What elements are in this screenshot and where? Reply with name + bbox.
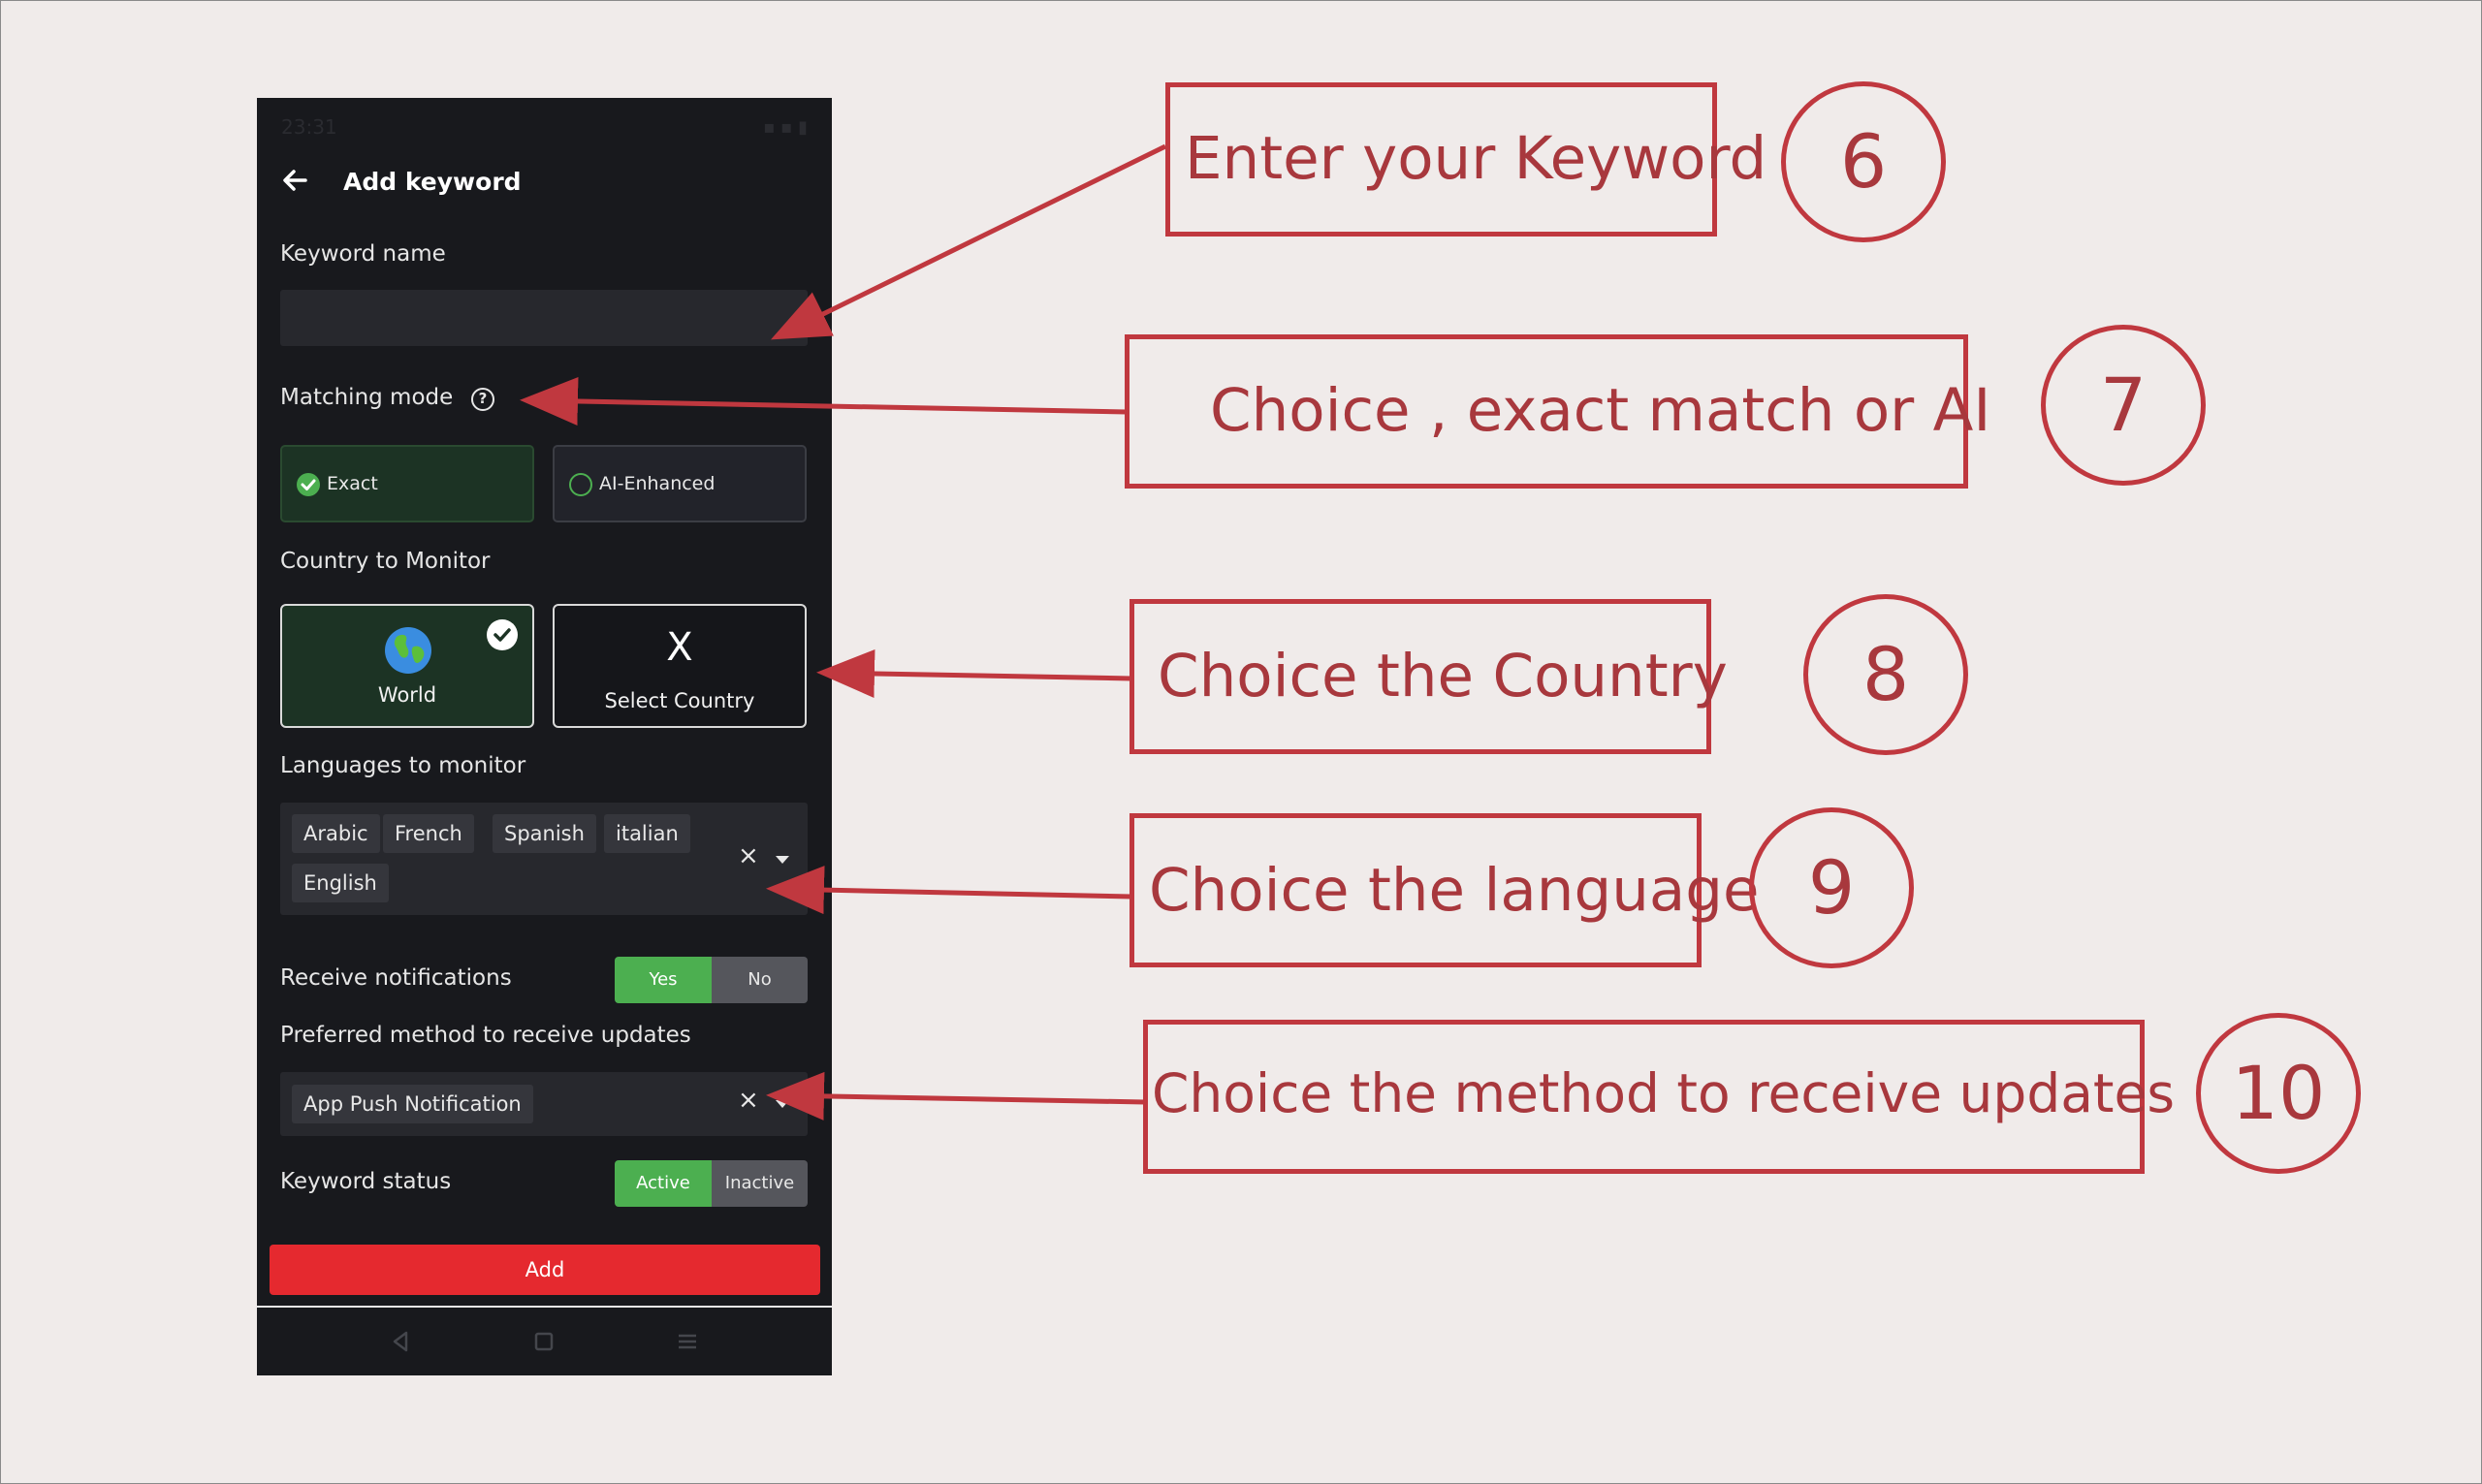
annotation-number-9: 9: [1749, 807, 1914, 968]
arrow-9: [766, 866, 1132, 915]
clear-icon[interactable]: ×: [738, 841, 759, 870]
country-label: Country to Monitor: [280, 549, 491, 574]
globe-icon: [385, 627, 431, 674]
annotation-box-10: [1143, 1020, 2145, 1174]
notifications-label: Receive notifications: [280, 965, 512, 991]
annotation-number-8: 8: [1803, 594, 1968, 755]
notifications-no[interactable]: No: [712, 957, 808, 1003]
select-country-label: Select Country: [604, 689, 755, 712]
nav-back-icon[interactable]: [386, 1327, 415, 1356]
arrow-8: [816, 648, 1132, 698]
annotation-box-7: [1125, 334, 1968, 489]
languages-label: Languages to monitor: [280, 753, 526, 778]
chevron-down-icon[interactable]: [776, 856, 789, 864]
status-toggle: Active Inactive: [615, 1160, 808, 1207]
matching-mode-ai[interactable]: AI-Enhanced: [553, 445, 807, 522]
annotation-text-6: Enter your Keyword: [1185, 124, 1767, 193]
annotation-text-7: Choice , exact match or AI: [1210, 376, 1991, 445]
keyword-name-label: Keyword name: [280, 241, 446, 267]
check-circle-icon: [297, 473, 320, 496]
language-chip[interactable]: italian: [604, 814, 690, 853]
language-chip[interactable]: Arabic: [292, 814, 380, 853]
selected-check-icon: [487, 619, 518, 650]
matching-mode-exact[interactable]: Exact: [280, 445, 534, 522]
annotation-box-8: [1130, 599, 1711, 754]
annotation-number-7: 7: [2041, 325, 2206, 486]
language-chip[interactable]: English: [292, 864, 389, 902]
status-icons: ▪ ▪ ▮: [763, 117, 808, 138]
annotation-text-9: Choice the language: [1149, 856, 1760, 925]
annotation-box-6: [1165, 82, 1717, 237]
clear-icon[interactable]: ×: [738, 1086, 759, 1115]
notifications-toggle: Yes No: [615, 957, 808, 1003]
annotation-text-8: Choice the Country: [1158, 642, 1728, 710]
select-country-card[interactable]: X Select Country: [553, 604, 807, 728]
page-title: Add keyword: [343, 168, 522, 196]
status-inactive[interactable]: Inactive: [712, 1160, 808, 1207]
nav-menu-icon[interactable]: [673, 1327, 702, 1356]
annotation-number-6: 6: [1781, 81, 1946, 242]
arrow-6: [771, 143, 1167, 340]
keyword-name-input[interactable]: [280, 290, 808, 346]
method-label: Preferred method to receive updates: [280, 1023, 691, 1048]
annotation-box-9: [1130, 813, 1702, 967]
method-chip[interactable]: App Push Notification: [292, 1085, 533, 1123]
language-chip[interactable]: French: [383, 814, 474, 853]
select-country-symbol: X: [666, 625, 693, 670]
method-select[interactable]: App Push Notification ×: [280, 1072, 808, 1136]
system-nav-bar: [257, 1306, 832, 1375]
nav-home-icon[interactable]: [529, 1327, 558, 1356]
status-label: Keyword status: [280, 1169, 452, 1194]
country-world-card[interactable]: World: [280, 604, 534, 728]
add-button[interactable]: Add: [270, 1245, 820, 1295]
status-active[interactable]: Active: [615, 1160, 712, 1207]
phone-screen: 23:31 ▪ ▪ ▮ Add keyword Keyword name Mat…: [257, 98, 832, 1375]
arrow-10: [766, 1071, 1146, 1121]
mode-exact-label: Exact: [327, 473, 378, 494]
annotation-text-10: Choice the method to receive updates: [1152, 1062, 2175, 1124]
status-time: 23:31: [281, 115, 337, 139]
language-chip[interactable]: Spanish: [493, 814, 596, 853]
radio-empty-icon: [569, 473, 592, 496]
help-icon[interactable]: ?: [471, 388, 494, 411]
notifications-yes[interactable]: Yes: [615, 957, 712, 1003]
mode-ai-label: AI-Enhanced: [599, 473, 716, 494]
arrow-7: [520, 376, 1128, 426]
world-label: World: [377, 683, 437, 707]
back-arrow-icon[interactable]: [276, 161, 315, 200]
annotation-number-10: 10: [2196, 1013, 2361, 1174]
languages-select[interactable]: Arabic French Spanish italian English ×: [280, 803, 808, 915]
matching-mode-label: Matching mode: [280, 385, 454, 410]
